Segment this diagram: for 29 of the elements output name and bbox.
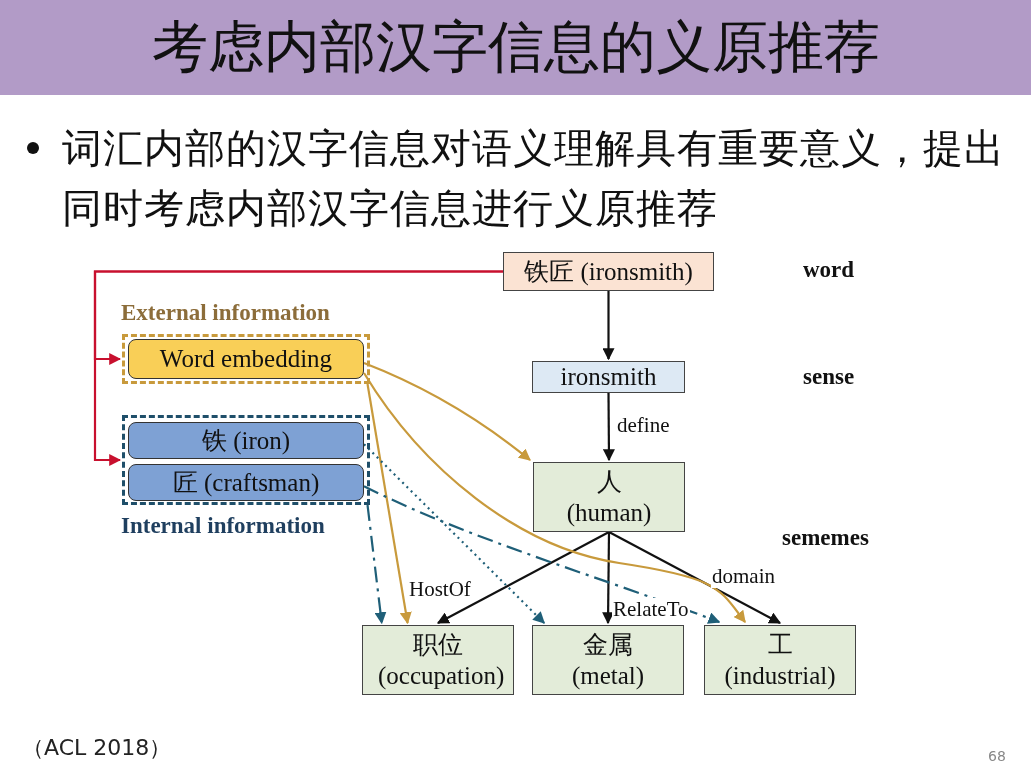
arrow [363, 485, 721, 624]
arrow [366, 504, 387, 625]
arrow [436, 531, 610, 624]
citation-text: （ACL 2018） [22, 734, 172, 762]
character-box: 铁 (iron) [128, 422, 364, 459]
arrow [602, 393, 615, 462]
level-label: word [803, 257, 855, 283]
bullet-text: 词汇内部的汉字信息对语义理解具有重要意义，提出同时考虑内部汉字信息进行义原推荐 [62, 124, 1006, 233]
embedding-box: Word embedding [128, 339, 364, 379]
page-number: 68 [988, 748, 1006, 764]
arrow [363, 361, 531, 461]
word-box: 铁匠 (ironsmith) [503, 252, 714, 291]
arrow [93, 270, 503, 466]
group-heading: Internal information [121, 512, 325, 540]
character-box: 匠 (craftsman) [128, 464, 364, 501]
arrow [363, 372, 746, 623]
arrow [363, 443, 545, 624]
sense-box: ironsmith [532, 361, 685, 393]
group-heading: External information [121, 299, 330, 327]
arrow [608, 531, 782, 624]
level-label: sememes [782, 525, 869, 551]
sememe-box: 职位 (occupation) [362, 625, 514, 695]
arrow [602, 291, 615, 361]
level-label: sense [803, 364, 855, 390]
sememe-box: 人 (human) [533, 462, 685, 532]
title-band: 考虑内部汉字信息的义原推荐 [0, 0, 1031, 95]
sememe-box: 工 (industrial) [704, 625, 856, 695]
arrow [366, 383, 412, 625]
sememe-box: 金属 (metal) [532, 625, 684, 695]
